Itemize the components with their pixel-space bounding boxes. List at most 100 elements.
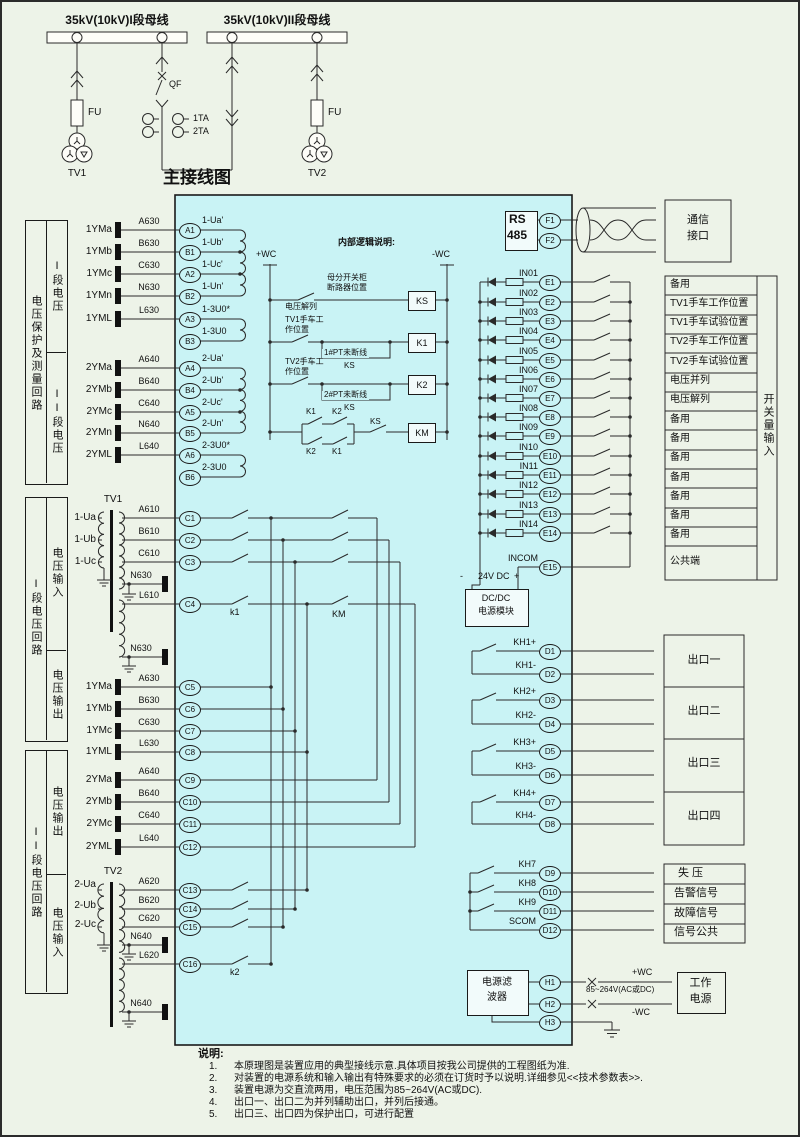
k2-label: k2 — [230, 967, 240, 977]
tv1-primary-a: 1-Ua — [74, 512, 96, 523]
signal-contacts — [468, 863, 746, 944]
wire-label: C630 — [138, 260, 160, 270]
tv2-label: TV2 — [103, 866, 123, 877]
pin-b5: B5 — [179, 426, 201, 442]
logic-row3-branch-ks: KS — [344, 403, 355, 412]
wire-label: B630 — [138, 238, 160, 248]
section-bus-routing — [199, 509, 416, 964]
pin-a4: A4 — [179, 361, 201, 377]
input-code: IN08 — [518, 403, 538, 413]
input-code: IN03 — [518, 307, 538, 317]
wire-label: A630 — [138, 673, 160, 683]
note-number: 1. — [209, 1061, 218, 1072]
tv1-transformer — [97, 510, 179, 673]
logic-row3-branch: 2#PT未断线 — [322, 390, 370, 400]
voltage-input-group2 — [115, 360, 246, 478]
pin-e10: E10 — [539, 449, 561, 465]
kh-label: KH2+ — [513, 686, 536, 696]
pin-d11: D11 — [539, 904, 561, 920]
pin-b4: B4 — [179, 383, 201, 399]
terminal-label: 1YMa — [85, 224, 112, 235]
terminal-label: 2YMa — [85, 774, 112, 785]
outlet-label: 出口二 — [687, 705, 721, 717]
kh-label: KH4- — [515, 810, 536, 820]
terminal-label: 1YMb — [85, 703, 112, 714]
rs485-line1: RS — [509, 212, 526, 226]
rs485-box — [505, 211, 538, 251]
pin-e4: E4 — [539, 333, 561, 349]
box-protection-label: 电压保护及测量回路 — [30, 295, 42, 412]
terminal-label: 2YMc — [86, 818, 112, 829]
note-text: 本原理图是装置应用的典型接线示意.具体项目按我公司提供的工程图纸为准. — [234, 1061, 570, 1072]
tv2-primary-c: 2-Uc — [74, 919, 96, 930]
signal-table-cell: 失 压 — [678, 867, 704, 879]
relay-k1: K1 — [408, 333, 436, 353]
wc-plus-power-label: +WC — [632, 967, 653, 977]
pin-a5: A5 — [179, 405, 201, 421]
input-code: IN04 — [518, 326, 538, 336]
power-filter-line1: 电源滤 — [482, 977, 512, 988]
input-table-cell: 备用 — [670, 529, 690, 540]
pin-c7: C7 — [179, 724, 201, 740]
main-diagram-title: 主接线图 — [163, 168, 231, 187]
signal-label: 2-Uc' — [202, 397, 223, 407]
terminal-label: 2YMb — [85, 796, 112, 807]
logic-title: 内部逻辑说明: — [338, 237, 395, 247]
wire-label: B640 — [138, 376, 160, 386]
kh-label: KH9 — [518, 897, 536, 907]
terminal-label: 1YML — [85, 746, 112, 757]
wire-label: N640 — [130, 998, 152, 1008]
signal-label: 1-3U0 — [202, 326, 227, 336]
pin-e11: E11 — [539, 468, 561, 484]
binary-input-rows — [478, 274, 632, 538]
pin-c15: C15 — [179, 920, 201, 936]
power-range-label: 85~264V(AC或DC) — [586, 985, 655, 994]
wire-label: N640 — [138, 419, 160, 429]
relay-ks: KS — [408, 291, 436, 311]
logic-row4-tr: K2 — [332, 407, 342, 416]
wire-label: C610 — [138, 548, 160, 558]
box-section1-top-label: 电压输入 — [51, 547, 63, 599]
pin-d3: D3 — [539, 693, 561, 709]
ta2-label: 2TA — [193, 126, 209, 136]
main-wiring-diagram — [46, 31, 348, 171]
box-section2-label: II段电压回路 — [30, 826, 42, 919]
logic-row1-below: 电压解列 — [285, 302, 317, 311]
terminal-label: 1YMb — [85, 246, 112, 257]
signal-label: 2-Un' — [202, 418, 224, 428]
ta1-label: 1TA — [193, 113, 209, 123]
pin-c16: C16 — [179, 957, 201, 973]
pin-c8: C8 — [179, 745, 201, 761]
input-code: IN09 — [518, 422, 538, 432]
working-power-box — [677, 972, 726, 1014]
working-power-line2: 电源 — [689, 993, 712, 1005]
wire-label: A620 — [138, 876, 160, 886]
terminal-label: 1YMc — [86, 268, 112, 279]
wc-minus-label: -WC — [432, 249, 450, 259]
relay-k2: K2 — [408, 375, 436, 395]
comm-box-line1: 通信 — [687, 214, 709, 226]
pin-h2: H2 — [539, 997, 561, 1013]
pin-c4: C4 — [179, 597, 201, 613]
box-section1-label: I段电压回路 — [30, 578, 42, 657]
logic-row3-l2: 作位置 — [285, 367, 309, 376]
logic-row2-branch: 1#PT未断线 — [322, 348, 370, 358]
input-code: IN01 — [518, 268, 538, 278]
wire-label: C630 — [138, 717, 160, 727]
signal-label: 2-3U0 — [202, 462, 227, 472]
dcdc-line2: 电源模块 — [477, 606, 514, 616]
terminal-label: 2YMn — [85, 427, 112, 438]
km-label: KM — [332, 609, 346, 619]
tv1-symbol-label: TV1 — [67, 168, 87, 179]
input-table-cell: TV1手车试验位置 — [670, 317, 749, 328]
signal-label: 1-Un' — [202, 281, 224, 291]
pin-e9: E9 — [539, 429, 561, 445]
fu-left-label: FU — [88, 107, 102, 118]
power-filter-box — [467, 970, 529, 1016]
signal-label: 1-Uc' — [202, 259, 223, 269]
kh-label: KH3- — [515, 761, 536, 771]
wire-label: B630 — [138, 695, 160, 705]
terminal-label: 2YML — [85, 449, 112, 460]
wire-label: L640 — [138, 441, 160, 451]
